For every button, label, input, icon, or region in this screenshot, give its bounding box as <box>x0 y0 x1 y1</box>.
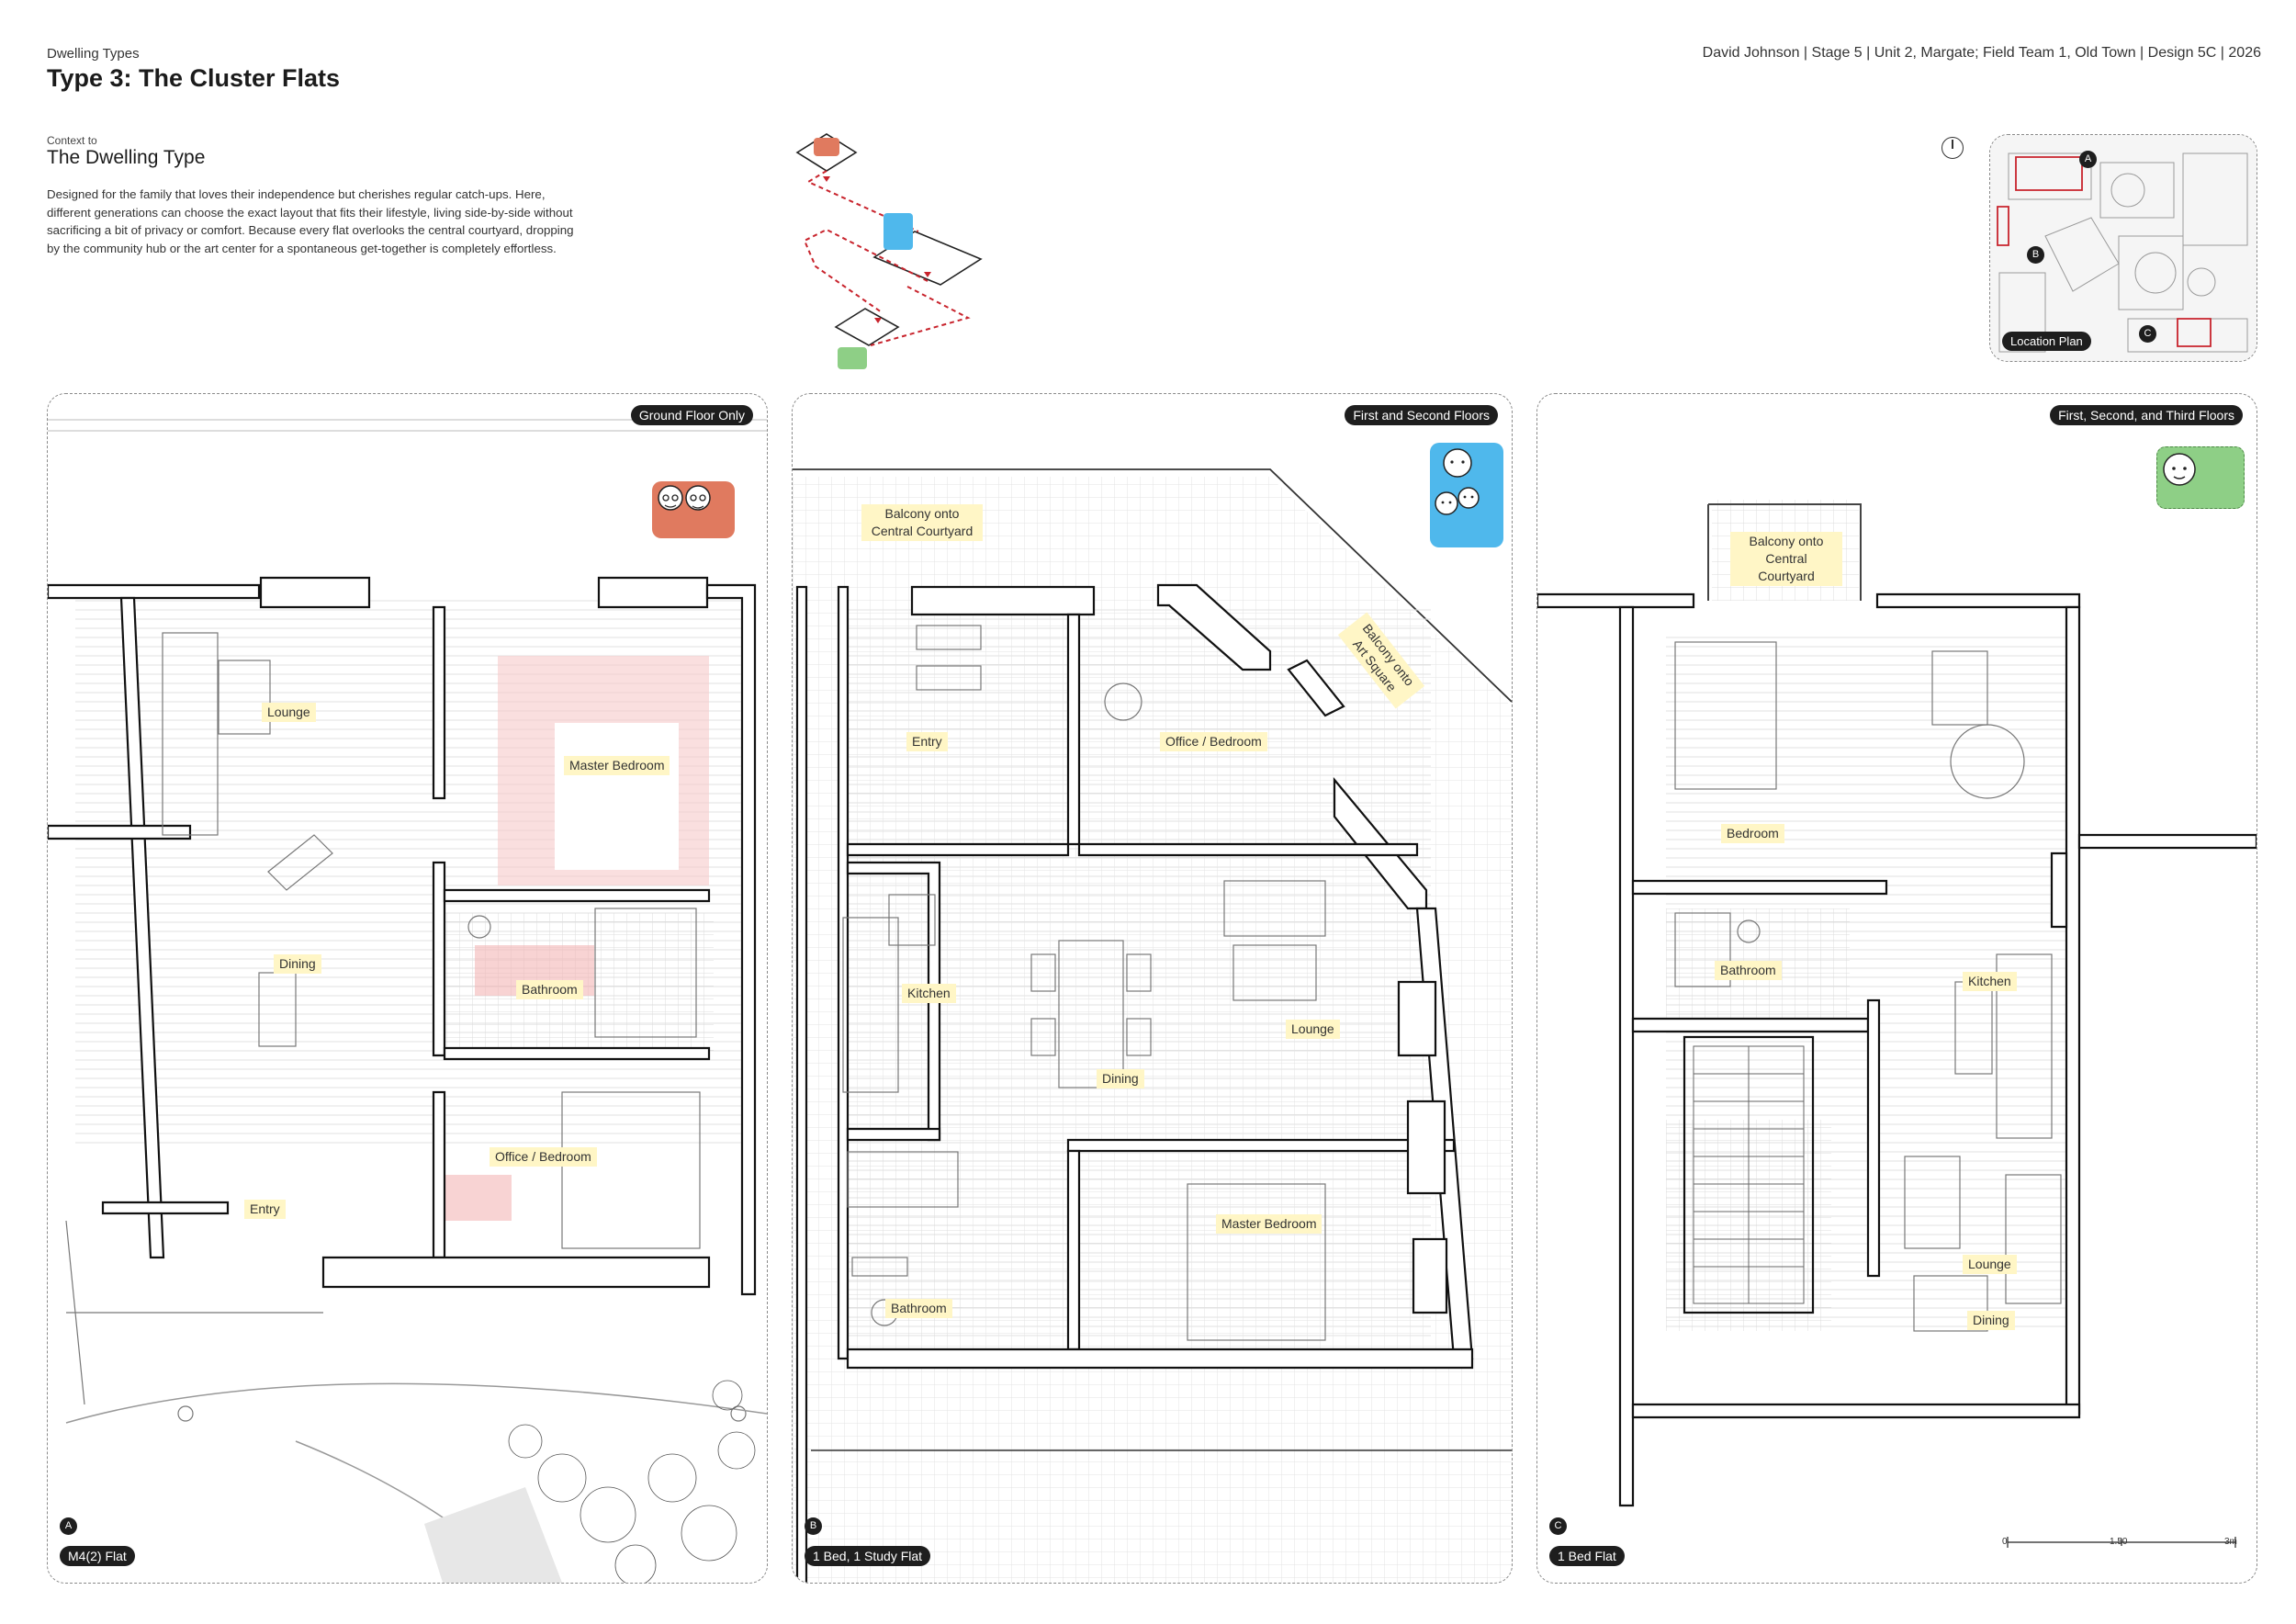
room-label: Lounge <box>1963 1255 2017 1274</box>
floors-label-c: First, Second, and Third Floors <box>2050 405 2243 425</box>
location-plan: A B C Location Plan <box>1989 134 2257 362</box>
room-label: Balcony onto Central Courtyard <box>861 504 983 541</box>
room-label: Bathroom <box>1715 961 1782 980</box>
room-label: Dining <box>1097 1069 1144 1088</box>
flat-type-c: 1 Bed Flat <box>1549 1546 1625 1566</box>
room-label: Lounge <box>1286 1020 1340 1039</box>
north-arrow-icon <box>1941 137 1964 159</box>
room-label: Kitchen <box>902 984 956 1003</box>
room-label: Balcony onto Central Courtyard <box>1730 532 1842 586</box>
room-label: Office / Bedroom <box>1160 732 1267 751</box>
stacking-diagram <box>790 129 992 377</box>
elderly-couple-icon <box>658 485 711 511</box>
page-title: Type 3: The Cluster Flats <box>47 64 341 92</box>
residents-badge-b <box>1430 443 1503 547</box>
room-label: Bathroom <box>516 980 583 999</box>
context-title: The Dwelling Type <box>47 147 206 168</box>
panel-marker-a: A <box>60 1517 77 1535</box>
scale-bar-tick: 3m <box>2224 1537 2237 1547</box>
flat-type-a: M4(2) Flat <box>60 1546 135 1566</box>
floors-label-b: First and Second Floors <box>1345 405 1498 425</box>
panel-marker-b: B <box>805 1517 822 1535</box>
location-marker-b: B <box>2027 246 2044 264</box>
location-plan-label: Location Plan <box>2002 332 2091 351</box>
flat-type-b: 1 Bed, 1 Study Flat <box>805 1546 931 1566</box>
room-label: Entry <box>244 1200 286 1219</box>
single-resident-icon <box>2163 453 2196 486</box>
residents-badge-a <box>652 481 735 538</box>
room-label: Bedroom <box>1721 824 1784 843</box>
floors-label-a: Ground Floor Only <box>630 405 753 425</box>
scale-bar-tick: 1.50 <box>2110 1537 2128 1547</box>
residents-badge-c <box>2156 446 2245 509</box>
family-icon <box>1435 448 1480 515</box>
room-label: Lounge <box>262 703 316 722</box>
panel-marker-c: C <box>1549 1517 1567 1535</box>
section-kicker: Dwelling Types <box>47 46 140 62</box>
credits-line: David Johnson | Stage 5 | Unit 2, Margat… <box>1702 45 2261 61</box>
room-label: Dining <box>274 954 321 974</box>
room-label: Bathroom <box>885 1299 952 1318</box>
room-label: Office / Bedroom <box>490 1147 597 1167</box>
room-label: Dining <box>1967 1311 2015 1330</box>
room-label: Kitchen <box>1963 972 2017 991</box>
context-body: Designed for the family that loves their… <box>47 187 574 255</box>
room-label: Master Bedroom <box>1216 1214 1322 1234</box>
location-marker-a: A <box>2079 151 2097 168</box>
location-marker-c: C <box>2139 325 2156 343</box>
scale-bar-tick: 0 <box>2002 1537 2008 1547</box>
room-label: Entry <box>906 732 948 751</box>
plan-panel-b: First and Second Floors Balcony onto Cen… <box>792 393 1513 1584</box>
room-label: Master Bedroom <box>564 756 670 775</box>
plan-panel-a: Ground Floor Only Lounge Master Bedroom … <box>47 393 768 1584</box>
plan-panel-c: First, Second, and Third Floors Balcony … <box>1536 393 2257 1584</box>
context-kicker: Context to <box>47 134 97 147</box>
